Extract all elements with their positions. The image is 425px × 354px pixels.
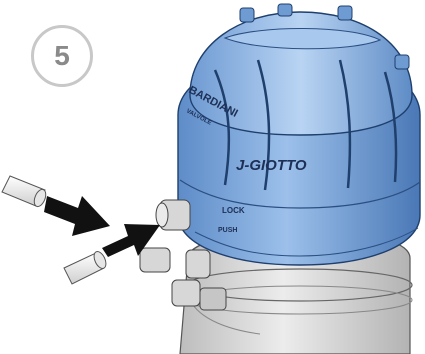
- tube-upper: [1, 175, 47, 208]
- push-fittings: [139, 199, 227, 311]
- model-text: J-GIOTTO: [236, 157, 307, 174]
- tube-lower: [63, 251, 107, 285]
- insert-arrow-icon: [102, 224, 160, 257]
- valve-cap: [189, 3, 413, 191]
- lock-label: LOCK: [222, 206, 245, 215]
- step-number-badge: 5: [31, 25, 93, 87]
- insert-arrow-icon: [44, 196, 110, 236]
- push-label: PUSH: [218, 227, 237, 234]
- step-number: 5: [54, 40, 70, 71]
